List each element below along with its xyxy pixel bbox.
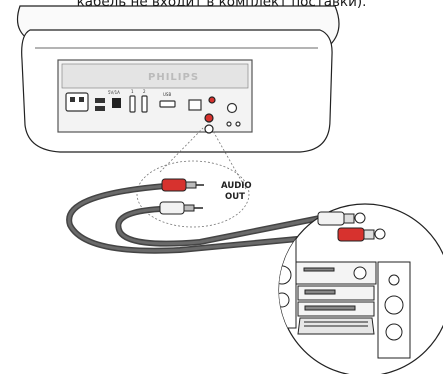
projector: PHILIPS 5V/1A 1 2 USB [18, 6, 340, 152]
audio-out-white-jack [205, 125, 213, 133]
ethernet-port [189, 100, 201, 110]
hdmi-port-2 [142, 96, 147, 112]
audio-out-line1: AUDIO [221, 181, 252, 191]
hdmi-port-1 [130, 96, 135, 112]
svg-text:USB: USB [163, 92, 171, 97]
power-button [112, 98, 121, 108]
svg-text:5V/1A: 5V/1A [108, 90, 120, 95]
amplifier-icon [296, 262, 376, 334]
right-speaker-icon [378, 262, 410, 358]
stereo-inset [268, 204, 443, 374]
red-jack-highlight [209, 97, 215, 103]
usb-port-b [95, 106, 105, 111]
audio-out-red-jack [205, 114, 213, 122]
red-plug-right [338, 228, 364, 241]
projector-side-plugs [160, 179, 204, 214]
red-plug-left [162, 179, 186, 191]
usb-port-c [160, 101, 175, 107]
brand-logo: PHILIPS [148, 72, 199, 83]
dial-icon [228, 104, 237, 113]
audio-out-label: AUDIO OUT [221, 181, 255, 202]
white-plug-right [318, 212, 344, 225]
usb-port-a [95, 98, 105, 103]
power-socket [66, 93, 88, 111]
audio-out-line2: OUT [225, 192, 245, 202]
white-plug-left [160, 202, 184, 214]
